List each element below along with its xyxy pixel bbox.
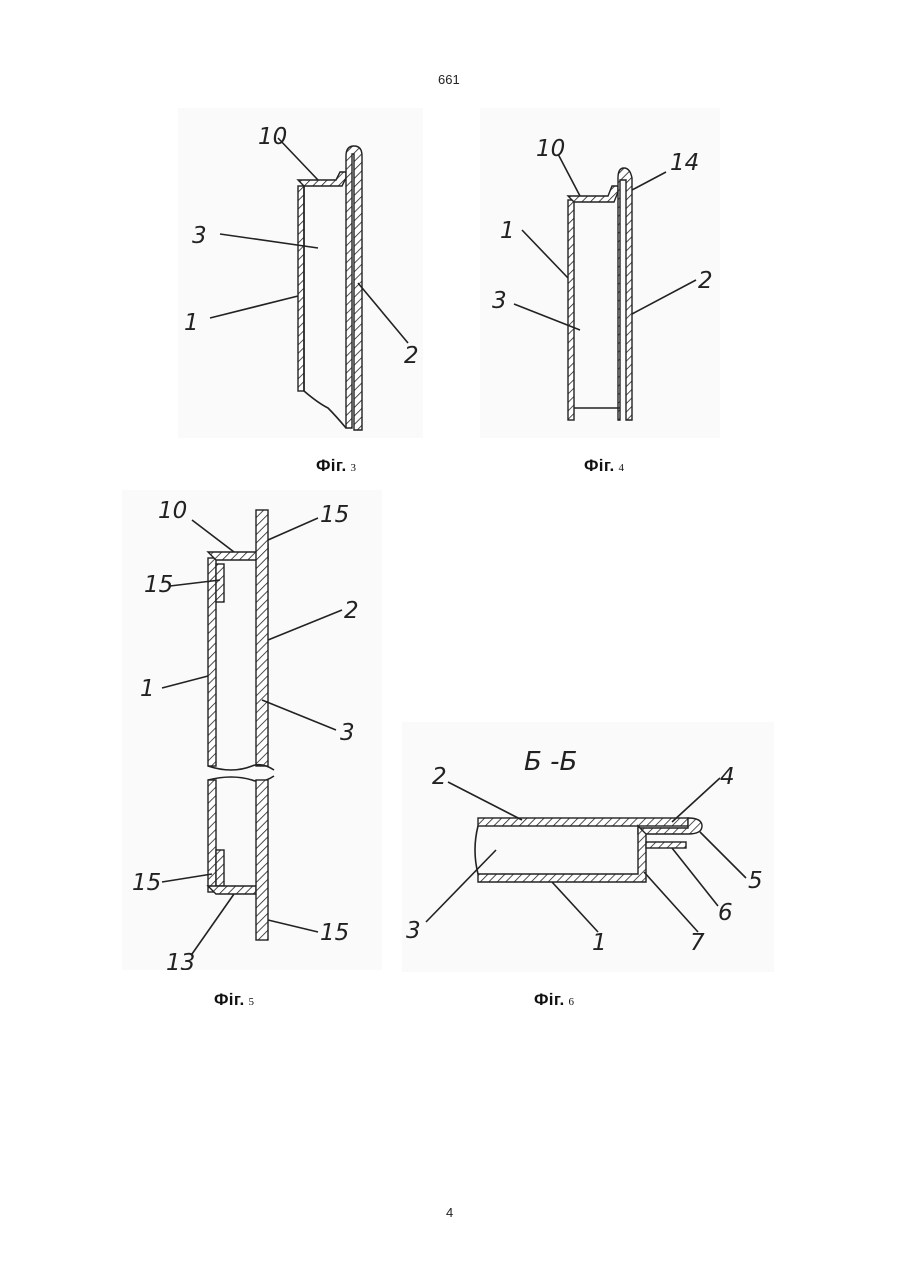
figure-6-caption: Фіг.6 <box>534 990 574 1010</box>
fig5-label-15-top: 15 <box>320 502 349 528</box>
fig5-label-10: 10 <box>158 498 187 524</box>
figure-3-drawing: 10 3 1 2 <box>178 108 423 438</box>
fig6-label-6: 6 <box>718 900 733 926</box>
fig6-label-4: 4 <box>720 764 735 790</box>
fig6-label-5: 5 <box>748 868 763 894</box>
fig6-section-title: Б -Б <box>524 747 577 777</box>
figure-5-caption: Фіг.5 <box>214 990 254 1010</box>
fig5-label-15-bottom: 15 <box>320 920 349 946</box>
fig5-label-15-lowleft: 15 <box>132 870 161 896</box>
fig6-label-2: 2 <box>432 764 447 790</box>
fig6-label-7: 7 <box>690 930 705 956</box>
fig5-label-1: 1 <box>140 676 155 702</box>
fig3-label-2: 2 <box>404 343 419 369</box>
fig4-label-2: 2 <box>698 268 713 294</box>
fig4-label-3: 3 <box>492 288 507 314</box>
figure-3-caption: Фіг.3 <box>316 456 356 476</box>
page-code: 661 <box>438 72 460 87</box>
fig5-label-3: 3 <box>340 720 355 746</box>
figure-4-caption: Фіг.4 <box>584 456 624 476</box>
fig5-label-15-left: 15 <box>144 572 173 598</box>
fig3-label-3: 3 <box>192 223 207 249</box>
fig3-label-10: 10 <box>258 124 287 150</box>
figure-6-drawing: Б -Б 2 4 3 5 6 1 7 <box>402 722 774 972</box>
figure-4-drawing: 10 14 1 2 3 <box>480 108 720 438</box>
page-number: 4 <box>446 1205 453 1220</box>
figure-5-drawing: 10 15 15 2 1 3 15 13 15 <box>122 490 382 970</box>
fig3-label-1: 1 <box>184 310 199 336</box>
fig6-label-3: 3 <box>406 918 421 944</box>
fig4-label-14: 14 <box>670 150 699 176</box>
fig6-label-1: 1 <box>592 930 607 956</box>
fig5-label-13: 13 <box>166 950 195 970</box>
fig4-label-1: 1 <box>500 218 515 244</box>
fig5-label-2: 2 <box>344 598 359 624</box>
